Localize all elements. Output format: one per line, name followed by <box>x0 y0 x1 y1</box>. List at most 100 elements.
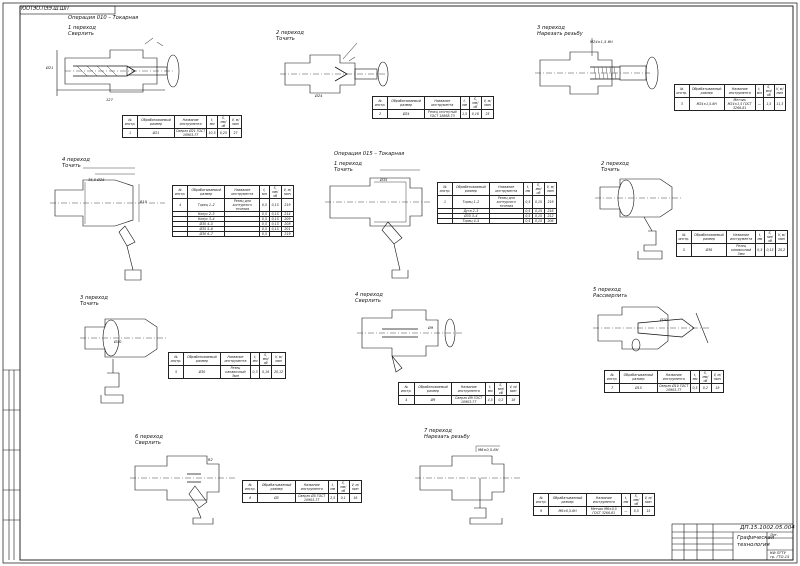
table-header-cell: V, м/мин <box>710 370 725 384</box>
table-header-cell: V, м/мин <box>544 182 557 196</box>
table-header-cell: Обрабатываемый размер <box>387 96 426 110</box>
table-header-cell: S, мм/об <box>268 185 282 199</box>
table-cell: 15 <box>641 506 656 516</box>
table-cell: Резец для контурного точения <box>488 195 524 209</box>
table-header-cell: Название инструмента <box>656 370 691 384</box>
table-cell: Ø36 <box>690 243 728 257</box>
table-header-cell: V, м/мин <box>481 96 494 110</box>
table-cell: 11,3 <box>773 97 787 111</box>
table-cell: 20,2 <box>775 243 788 257</box>
table-cell: Метчик М6×0,5 ГОСТ 3266-81 <box>585 506 622 516</box>
table-header-cell: t, мм <box>259 185 270 199</box>
table-header-cell: № инстр. <box>676 230 692 244</box>
table-header-cell: Название инструмента <box>294 480 329 494</box>
table-cell: Резец канавочный 3мм <box>219 365 252 379</box>
table-header-cell: Название инструмента <box>224 185 261 199</box>
table-header-cell: V, м/мин <box>348 480 363 494</box>
table-cell: 0,18 <box>468 109 483 119</box>
table-cell: 18 <box>506 395 520 405</box>
table-cell: 0,5 <box>522 218 533 224</box>
table-cell: — <box>620 506 631 516</box>
table-cell <box>268 231 282 237</box>
table-cell: 4,5 <box>485 395 496 405</box>
table-header-cell: Обрабатываемый размер <box>257 480 296 494</box>
dim-radius: R10 <box>140 200 148 204</box>
table-cell: 0,15 <box>268 198 282 212</box>
table-cell: 3 <box>674 97 690 111</box>
table-header-cell: S, мм/об <box>629 493 643 507</box>
table-header-cell: № инстр. <box>398 382 415 396</box>
table-cell: Торец 1–2 <box>187 198 226 212</box>
table-cell: 219 <box>280 198 295 212</box>
table-cell: 0,3 <box>250 365 261 379</box>
table-cell: 0,15 <box>763 243 777 257</box>
table-header-cell: S, мм/об <box>216 115 231 129</box>
table-header-cell: Название инструмента <box>219 352 252 366</box>
table-cell <box>224 231 261 237</box>
table-header-cell: Название инструмента <box>726 230 756 244</box>
table-header-cell: S, мм/об <box>699 370 712 384</box>
table-cell: 7 <box>603 383 621 393</box>
title-block-letter: Лит. <box>770 533 778 537</box>
table-header-cell: t, мм <box>250 352 261 366</box>
table-header-cell: Название инструмента <box>173 115 208 129</box>
dim-length: 127 <box>106 98 113 102</box>
table-cell: 2,5 <box>327 493 338 503</box>
table-header-cell: V, м/мин <box>775 230 788 244</box>
table-cell: 0,25 <box>216 128 231 138</box>
table-cell: Ø24 <box>387 109 426 119</box>
table-cell: 0,15 <box>531 218 546 224</box>
table-header-cell: Название инструмента <box>488 182 524 196</box>
table-header-cell: Обрабатываемый размер <box>413 382 453 396</box>
table-header-cell: S, мм/об <box>494 382 508 396</box>
table-cell: 0,5 <box>259 231 270 237</box>
table-cell: Сверло Ø21 ГОСТ 10903-77 <box>173 128 208 138</box>
table-header-cell: V, м/мин <box>280 185 295 199</box>
table-header-cell: t, мм <box>754 84 765 98</box>
dim-contour: 35,5 Ø25 <box>88 178 105 182</box>
table-cell: 219 <box>544 195 557 209</box>
table-cell: 5 <box>676 243 692 257</box>
table-header-cell: t, мм <box>689 370 701 384</box>
table-header-cell: t, мм <box>459 96 470 110</box>
table-cell: 0,15 <box>531 195 546 209</box>
table-cell: 18 <box>710 383 725 393</box>
dim-small-thread: М6×0,5-6Н <box>478 448 499 452</box>
table-cell: Резец канавочный 3мм <box>726 243 756 257</box>
table-header-cell: Обрабатываемый размер <box>548 493 587 507</box>
table-cell: 27 <box>229 128 242 138</box>
table-header-cell: t, мм <box>620 493 631 507</box>
table-cell: 0,16 <box>259 365 273 379</box>
table-header-cell: Обрабатываемый размер <box>688 84 725 98</box>
table-header-cell: № инстр. <box>371 96 389 110</box>
table-cell: Резец для контурного точения <box>224 198 261 212</box>
table-header-cell: t, мм <box>485 382 496 396</box>
